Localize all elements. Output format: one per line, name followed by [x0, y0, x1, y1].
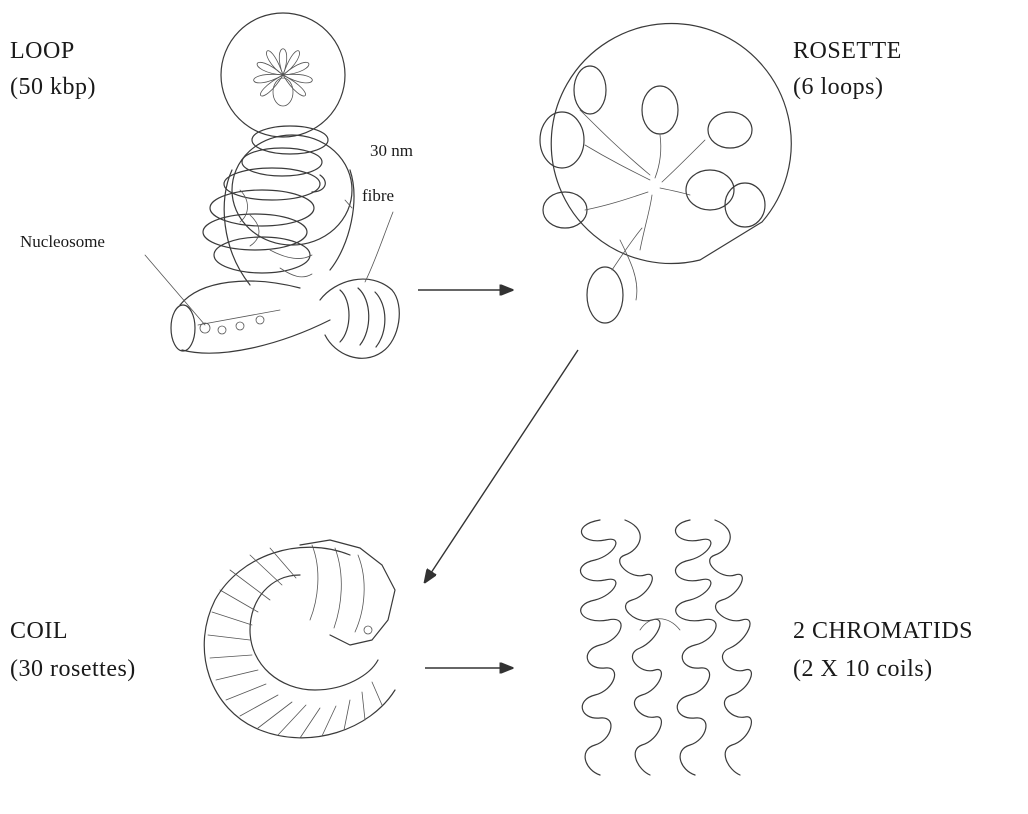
- chromatids-detail: (2 X 10 coils): [793, 652, 933, 686]
- fibre-leader-line: [365, 212, 393, 282]
- loop-detail: (50 kbp): [10, 70, 96, 104]
- rosette-title: ROSETTE: [793, 34, 902, 68]
- rosette-detail: (6 loops): [793, 70, 884, 104]
- coil-illustration: [204, 540, 395, 738]
- arrow-rosette-to-coil: [425, 350, 578, 582]
- rosette-illustration: [540, 23, 791, 323]
- coil-detail: (30 rosettes): [10, 652, 136, 686]
- nucleosome-label: Nucleosome: [20, 232, 105, 252]
- chromatids-title: 2 CHROMATIDS: [793, 614, 973, 648]
- fibre-label: fibre: [362, 186, 394, 206]
- nucleosome-leader-line: [145, 255, 205, 325]
- coil-title: COIL: [10, 614, 68, 648]
- fibre-size-label: 30 nm: [370, 141, 413, 161]
- loop-title: LOOP: [10, 34, 75, 68]
- chromatids-illustration: [581, 520, 752, 775]
